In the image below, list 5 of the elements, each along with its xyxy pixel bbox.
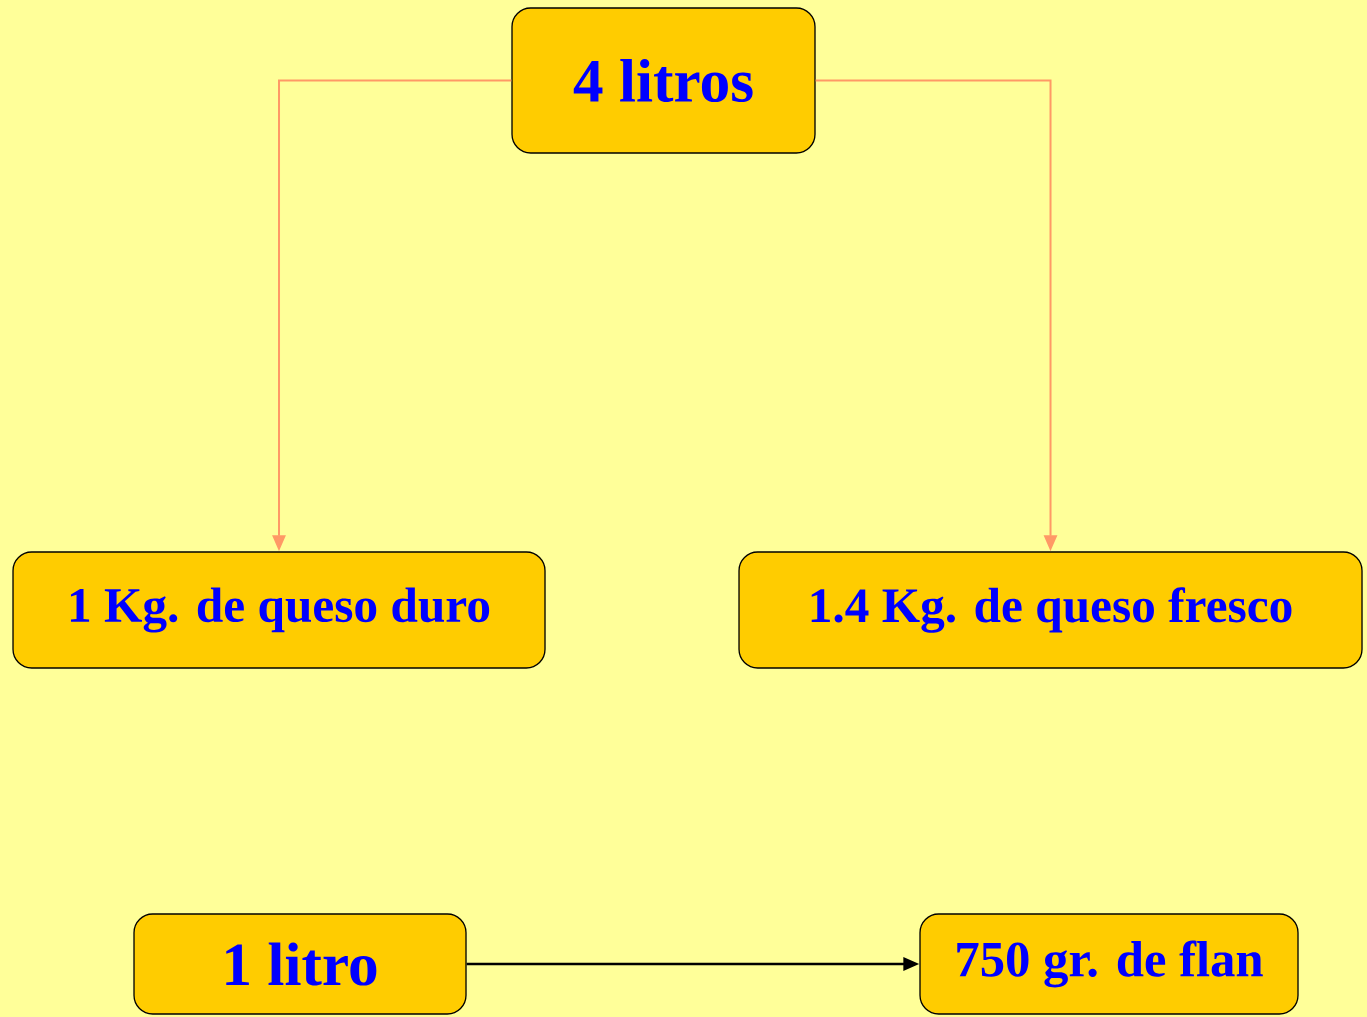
process-box: 4 litros (511, 7, 816, 154)
process-box: 1 Kg. de queso duro (12, 551, 546, 669)
process-box: 750 gr. de flan (919, 913, 1299, 1015)
process-box: 1.4 Kg. de queso fresco (738, 551, 1363, 669)
process-box: 1 litro (133, 913, 467, 1015)
